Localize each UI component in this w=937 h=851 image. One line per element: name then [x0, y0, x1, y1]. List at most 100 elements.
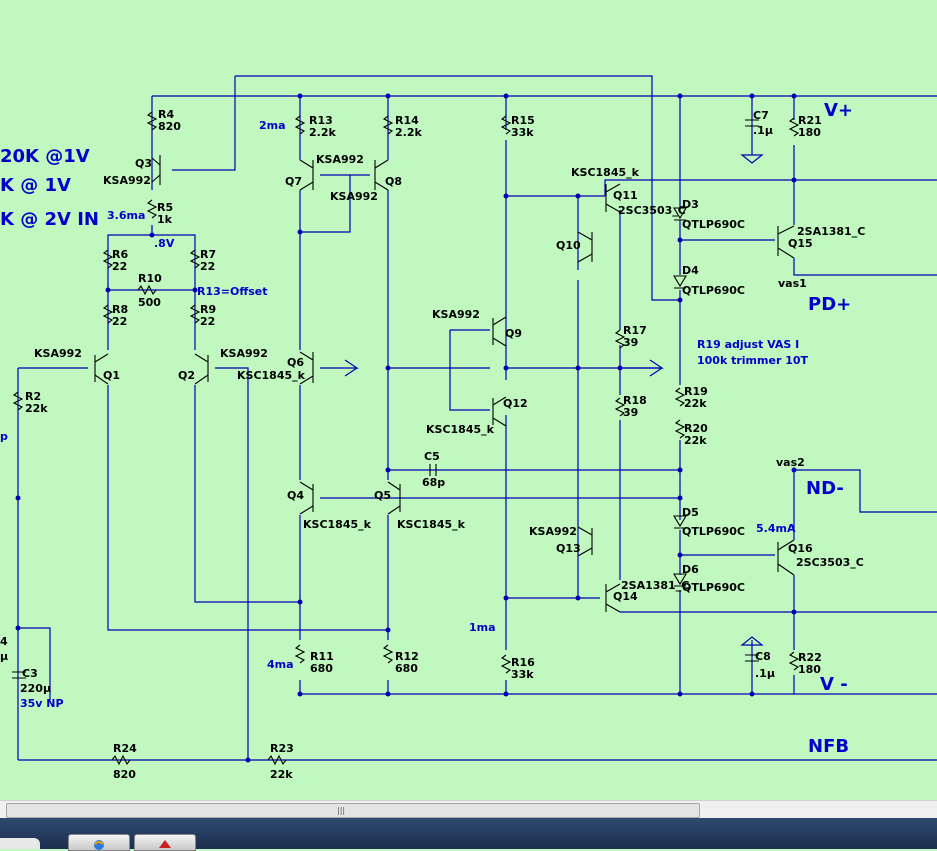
resistor-r20-symbol [674, 419, 686, 439]
label-q15-type: 2SA1381_C [797, 225, 865, 238]
label-r13-value: 2.2k [309, 126, 336, 139]
ground-symbol-bottom [740, 636, 764, 646]
label-q13-ref: Q13 [556, 542, 581, 555]
label-d3-ref: D3 [682, 198, 699, 211]
net-labels[interactable]: V+ vas1 PD+ vas2 ND- V - NFB [776, 100, 853, 757]
label-r14-ref: R14 [395, 114, 419, 127]
resistor-r5-symbol [146, 199, 158, 219]
resistor-r9-symbol [189, 304, 201, 324]
app-icon [159, 840, 171, 848]
label-q7-ref: Q7 [285, 175, 302, 188]
label-r23-ref: R23 [270, 742, 294, 755]
led-d4-symbol [673, 275, 687, 289]
capacitor-c8-symbol [745, 654, 759, 662]
annotations: 2ma 3.6ma .8V R13=Offset R19 adjust VAS … [107, 119, 809, 671]
capacitor-c7-symbol [745, 119, 759, 127]
ground-symbol-top [740, 154, 764, 164]
label-r8-value: 22 [112, 315, 127, 328]
transistor-q8-symbol [374, 159, 389, 191]
resistor-r16-symbol [500, 654, 512, 674]
resistor-r18-symbol [614, 397, 626, 417]
clipped-left-annotations: 20K @1V K @ 1V K @ 2V IN p 4 µ [0, 146, 99, 663]
label-q8-ref: Q8 [385, 175, 402, 188]
label-d5-type: QTLP690C [682, 525, 745, 538]
label-q1-ref: Q1 [103, 369, 120, 382]
label-r9-value: 22 [200, 315, 215, 328]
label-q16-type: 2SC3503_C [796, 556, 864, 569]
net-vplus: V+ [824, 100, 853, 121]
label-r8-ref: R8 [112, 303, 128, 316]
led-d6-symbol [673, 573, 687, 587]
label-q14-ref: Q14 [613, 590, 638, 603]
net-vminus: V - [820, 674, 848, 695]
transistor-q6-symbol [299, 351, 314, 385]
label-c8-value: .1µ [755, 667, 775, 680]
resistor-r10-symbol [137, 284, 157, 296]
label-r20-value: 22k [684, 434, 707, 447]
label-r7-ref: R7 [200, 248, 216, 261]
label-r24-value: 820 [113, 768, 136, 781]
label-r22-value: 180 [798, 663, 821, 676]
resistor-r24-symbol [111, 754, 131, 766]
label-q11-type2: 2SC3503_C [618, 204, 686, 217]
schematic-canvas[interactable]: 20K @1V K @ 1V K @ 2V IN p 4 µ R4 820 Q3… [0, 0, 937, 800]
resistor-r21-symbol [788, 117, 800, 137]
net-vas2: vas2 [776, 456, 805, 469]
label-q9-type: KSA992 [432, 308, 480, 321]
clip-text-3: K @ 2V IN [0, 209, 99, 230]
annotation-8v: .8V [154, 237, 175, 250]
label-r11-ref: R11 [310, 650, 334, 663]
arrow-mirror-out [320, 359, 359, 377]
taskbar-browser-button[interactable] [68, 834, 130, 851]
annotation-5-4ma: 5.4mA [756, 522, 796, 535]
label-q11-type: KSC1845_k [571, 166, 640, 179]
label-q4-type: KSC1845_k [303, 518, 372, 531]
label-d5-ref: D5 [682, 506, 699, 519]
label-r5-ref: R5 [157, 201, 173, 214]
resistor-r19-symbol [674, 387, 686, 407]
clip-text-1: 20K @1V [0, 146, 90, 167]
label-c3-value: 220µ [20, 682, 51, 695]
label-q6-ref: Q6 [287, 356, 304, 369]
label-q12-type: KSC1845_k [426, 423, 495, 436]
scrollbar-thumb[interactable]: ||| [6, 803, 700, 818]
led-d3-symbol [673, 207, 687, 221]
annotation-4ma: 4ma [267, 658, 294, 671]
arrow-vas-out [620, 359, 664, 377]
capacitor-c5-symbol [429, 464, 437, 476]
browser-icon [94, 840, 104, 850]
clip-p: p [0, 430, 8, 443]
horizontal-scrollbar[interactable]: ||| [0, 800, 937, 819]
label-q16-ref: Q16 [788, 542, 813, 555]
taskbar [0, 818, 937, 851]
annotation-offset: R13=Offset [197, 285, 268, 298]
taskbar-app-button[interactable] [134, 834, 196, 851]
label-c3-rating: 35v NP [20, 697, 64, 710]
resistor-r14-symbol [382, 115, 394, 135]
annotation-2ma: 2ma [259, 119, 286, 132]
net-ndminus: ND- [806, 478, 844, 499]
label-r12-ref: R12 [395, 650, 419, 663]
transistor-q16-symbol [777, 539, 795, 576]
resistor-r22-symbol [788, 651, 800, 671]
start-button[interactable] [0, 838, 40, 849]
label-r19-value: 22k [684, 397, 707, 410]
label-q7-type: KSA992 [316, 153, 364, 166]
label-r21-ref: R21 [798, 114, 822, 127]
label-r18-ref: R18 [623, 394, 647, 407]
clip-4: 4 [0, 635, 8, 648]
component-labels[interactable]: R4 820 Q3 KSA992 R5 1k R6 22 R7 22 R10 5… [20, 108, 865, 781]
transistor-q14-symbol [605, 583, 621, 613]
clip-text-2: K @ 1V [0, 175, 71, 196]
label-r12-value: 680 [395, 662, 418, 675]
clip-mu: µ [0, 650, 8, 663]
resistor-r2-symbol [12, 391, 24, 411]
label-r15-ref: R15 [511, 114, 535, 127]
label-r23-value: 22k [270, 768, 293, 781]
label-q2-type: KSA992 [220, 347, 268, 360]
label-q6-type: KSC1845_k [237, 369, 306, 382]
label-r9-ref: R9 [200, 303, 216, 316]
transistor-q9-symbol [492, 316, 507, 347]
transistor-q3-symbol [151, 155, 161, 185]
resistor-r8-symbol [102, 304, 114, 324]
